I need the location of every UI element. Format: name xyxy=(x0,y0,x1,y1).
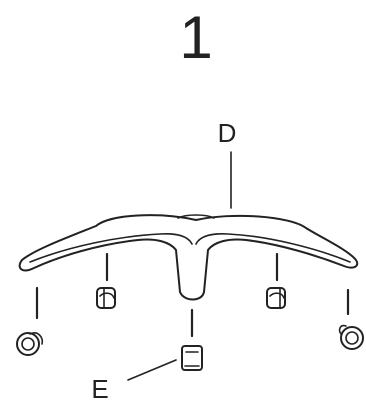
callout-label-d: D xyxy=(218,118,237,148)
step-number: 1 xyxy=(179,4,212,71)
caster-wheel-3 xyxy=(181,345,203,371)
callout-leader-e xyxy=(127,359,177,381)
casters xyxy=(16,287,364,371)
chair-base xyxy=(18,214,359,301)
caster-wheel-5 xyxy=(338,324,364,350)
base-hub-seam xyxy=(177,214,215,219)
caster-posts xyxy=(35,252,350,338)
caster-wheel-1 xyxy=(16,332,44,356)
caster-wheel-4 xyxy=(266,287,286,309)
base-arm-edge-right xyxy=(195,233,351,263)
base-arm-edge xyxy=(29,233,193,263)
caster-wheel-2 xyxy=(96,287,116,309)
base-top-surface xyxy=(18,214,359,301)
callout-label-e: E xyxy=(91,374,108,404)
